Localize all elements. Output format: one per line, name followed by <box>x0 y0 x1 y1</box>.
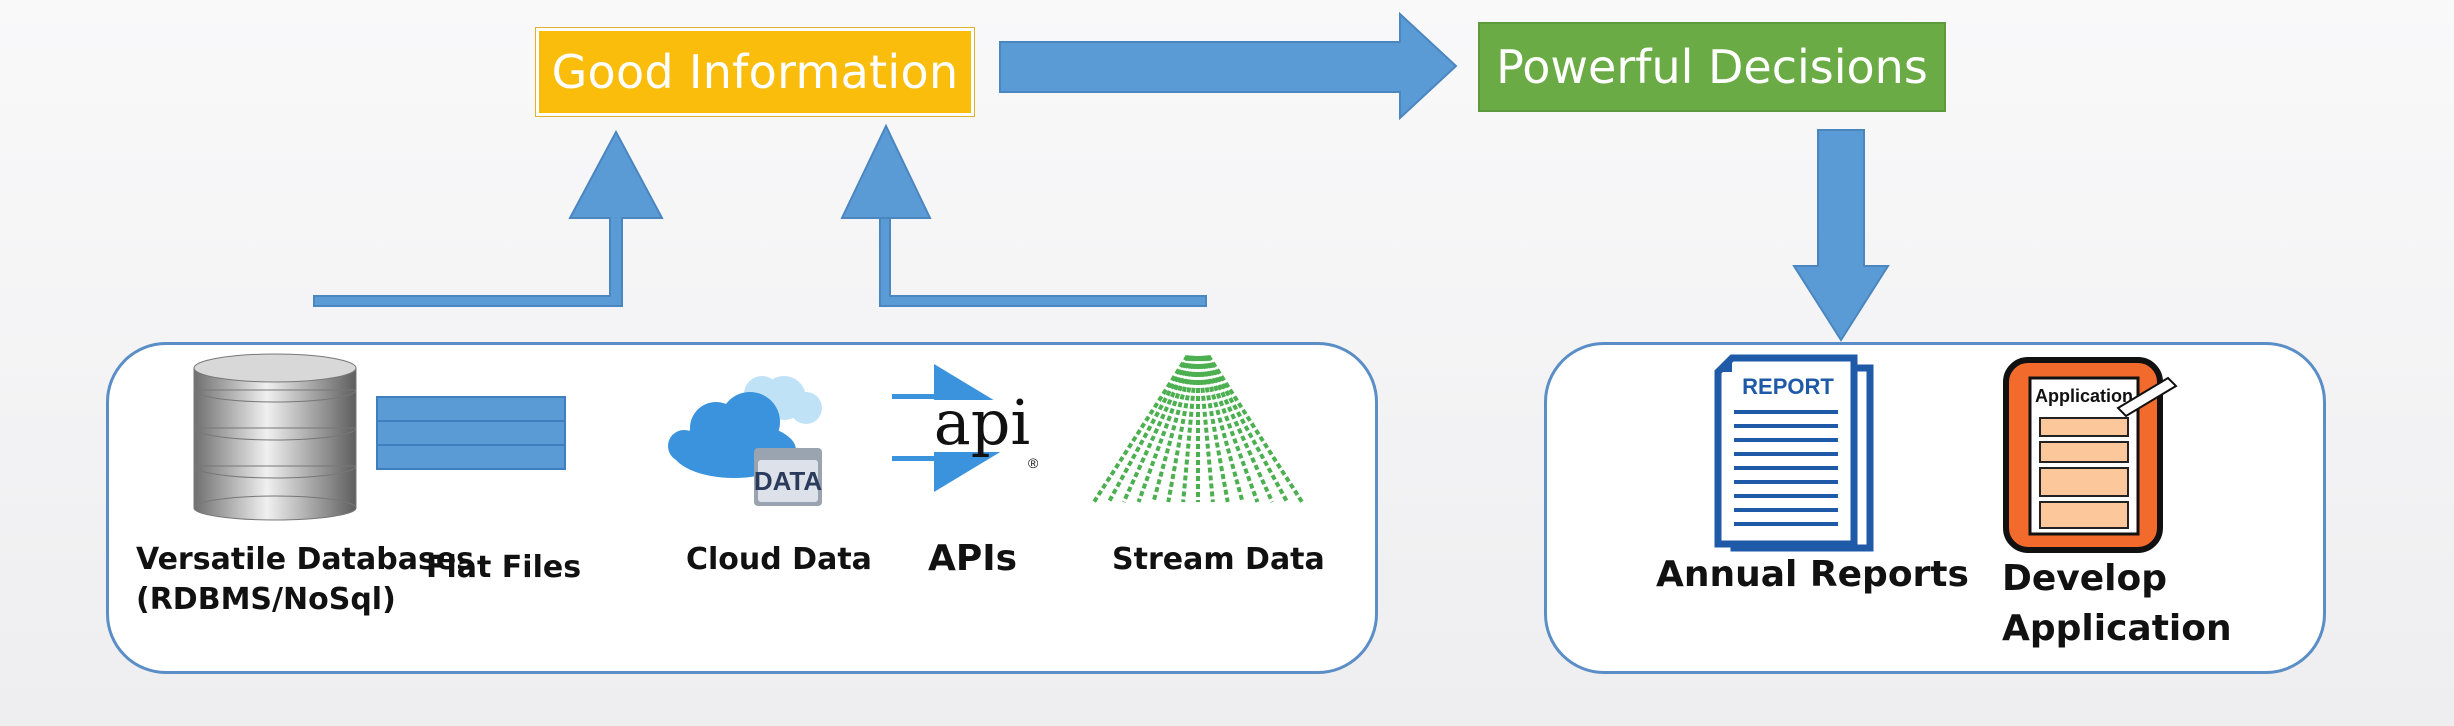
stream-ray <box>1203 355 1275 503</box>
databases-label-line1: Versatile Databases <box>136 542 475 577</box>
good-information-box: Good Information <box>536 28 974 116</box>
cloud-badge-text: DATA <box>754 466 823 496</box>
powerful-decisions-label: Powerful Decisions <box>1496 40 1928 94</box>
stream-ray <box>1181 355 1199 503</box>
arrow-up-right <box>840 123 1207 307</box>
good-information-label: Good Information <box>551 45 959 99</box>
arrow-up-left <box>313 129 664 307</box>
stream-ray <box>1166 355 1197 503</box>
report-icon-text: REPORT <box>1742 374 1834 399</box>
powerful-decisions-box: Powerful Decisions <box>1478 22 1946 112</box>
arrow-down-to-outputs <box>1792 129 1890 342</box>
arrow-right-to-decisions <box>999 11 1458 121</box>
apis-label: APIs <box>928 538 1018 579</box>
stream-ray <box>1092 354 1190 504</box>
api-icon: api ® <box>892 364 1044 492</box>
stream-ray <box>1197 355 1215 503</box>
develop-label-line2: Application <box>2002 608 2232 649</box>
application-icon: Application <box>2003 357 2178 553</box>
cloud-data-icon: DATA <box>668 376 823 506</box>
stream-ray <box>1206 354 1304 504</box>
flat-files-label: Flat Files <box>426 550 582 585</box>
stream-ray <box>1199 355 1230 503</box>
database-icon <box>193 353 357 521</box>
stream-ray <box>1205 355 1289 503</box>
stream-data-label: Stream Data <box>1112 542 1325 577</box>
stream-ray <box>1121 355 1193 503</box>
stream-ray <box>1107 355 1191 503</box>
report-icon: REPORT <box>1714 354 1874 552</box>
stream-data-icon <box>1092 354 1304 504</box>
annual-reports-label: Annual Reports <box>1656 554 1969 595</box>
cloud-data-label: Cloud Data <box>686 542 872 577</box>
api-logo-text: api <box>934 386 1030 459</box>
stream-ray <box>1202 355 1260 503</box>
databases-label-line2: (RDBMS/NoSql) <box>136 582 396 617</box>
stream-ray <box>1151 355 1196 503</box>
svg-text:®: ® <box>1028 455 1039 471</box>
stream-ray <box>1200 355 1245 503</box>
flat-files-icon <box>376 396 566 470</box>
outputs-panel <box>1544 342 2326 674</box>
application-icon-text: Application <box>2035 386 2133 406</box>
stream-ray <box>1136 355 1194 503</box>
develop-label-line1: Develop <box>2002 558 2168 599</box>
